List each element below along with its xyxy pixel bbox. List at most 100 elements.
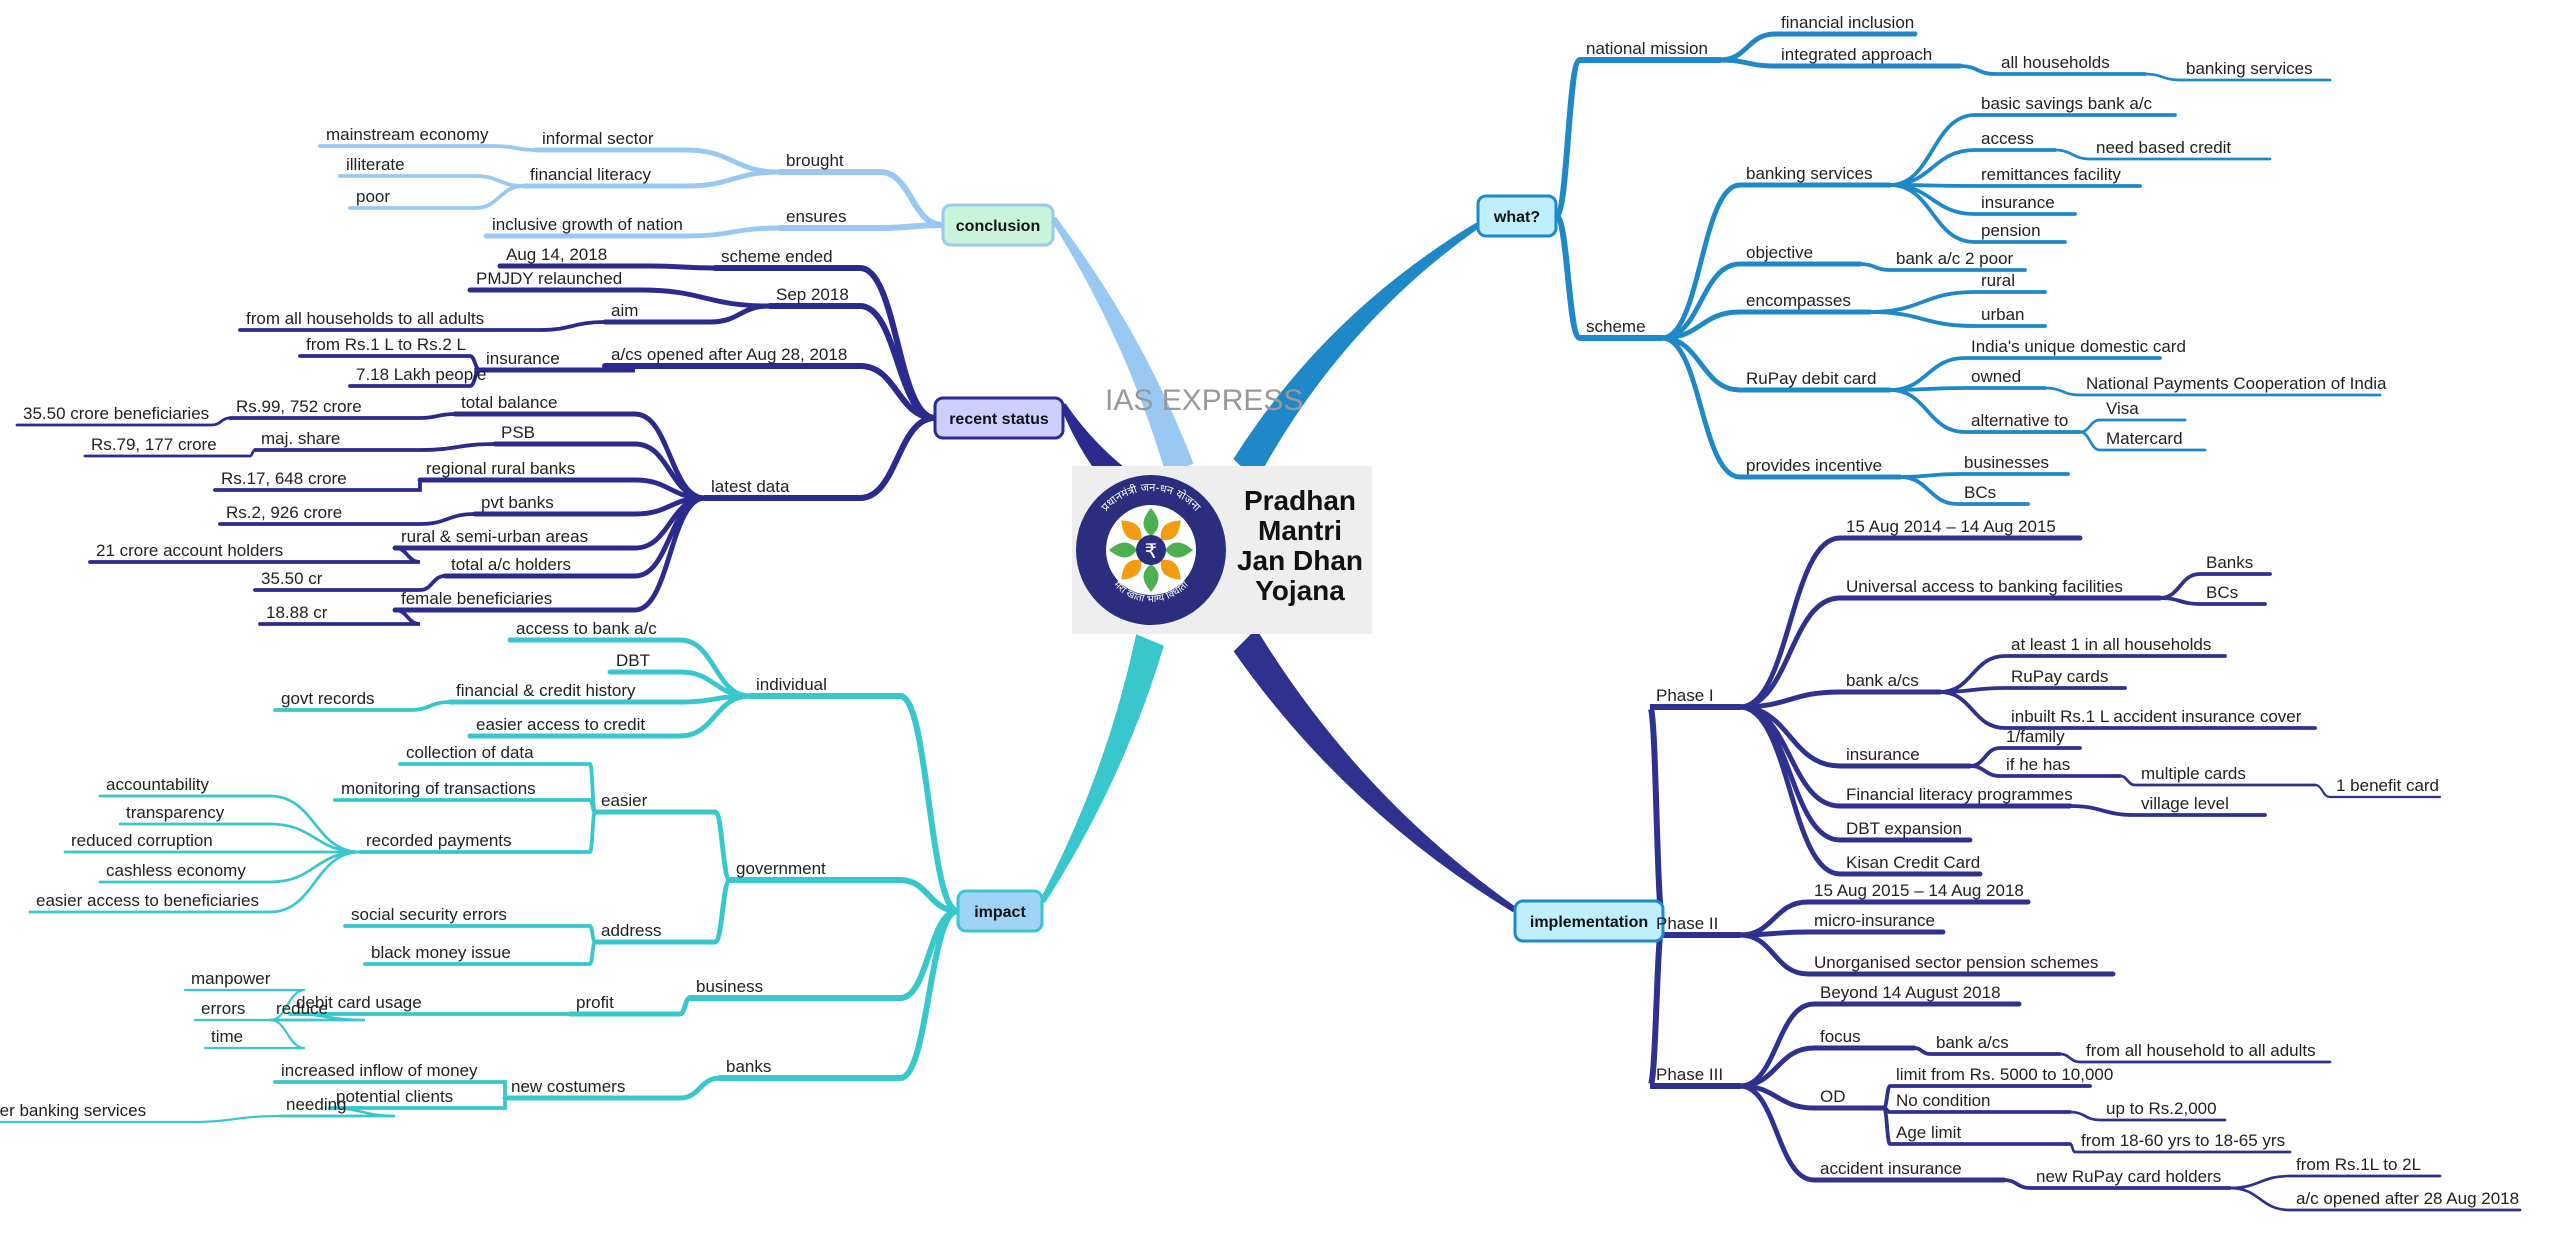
topic-label: PMJDY relaunched [476, 269, 622, 288]
branch-link [2228, 1186, 2522, 1212]
topic-label: provides incentive [1746, 456, 1882, 475]
topic-label: up to Rs.2,000 [2106, 1099, 2217, 1118]
topic-label: poor [356, 187, 390, 206]
branch-link [467, 287, 773, 309]
topic-label: manpower [191, 969, 271, 988]
topic-label: new costumers [511, 1077, 625, 1096]
branch-link [467, 693, 753, 739]
topic-label: at least 1 in all households [2011, 635, 2211, 654]
topic-label: easier [601, 791, 648, 810]
branch-link [258, 608, 421, 626]
topic-label: bank a/cs [1936, 1033, 2009, 1052]
branch-link [1968, 764, 2122, 778]
branch-link [2228, 1174, 2442, 1190]
branch-link [1659, 182, 1893, 341]
branch-link [1888, 386, 2047, 392]
topic-label: Visa [2106, 399, 2139, 418]
branch-link [1659, 335, 1903, 480]
hub-what[interactable]: what? [1476, 194, 1558, 238]
branch-link [717, 908, 961, 1081]
topic-label: Phase III [1656, 1065, 1723, 1084]
branch-link [1938, 690, 2317, 730]
branch-link [348, 368, 482, 388]
topic-label: accident insurance [1820, 1159, 1962, 1178]
topic-label: errors [201, 999, 245, 1018]
topic-label: inclusive growth of nation [492, 215, 683, 234]
topic-label: 1/family [2006, 727, 2065, 746]
topic-label: from Rs.1L to 2L [2296, 1155, 2421, 1174]
topic-label: DBT [616, 651, 650, 670]
branch-link [2158, 596, 2267, 606]
branch-link [2043, 386, 2382, 397]
topic-label: mainstream economy [326, 125, 489, 144]
watermark: IAS EXPRESS [1105, 384, 1304, 417]
branch-link [1737, 704, 1983, 877]
topic-label: 15 Aug 2014 – 14 Aug 2015 [1846, 517, 2056, 536]
title-line: Jan Dhan [1236, 545, 1364, 576]
central-logo: ₹ प्रधानमंत्री जन-धन योजना मेरा खाता भाग… [1072, 466, 1372, 634]
topic-label: 18.88 cr [266, 603, 328, 622]
topic-label: bank a/cs [1846, 671, 1919, 690]
topic-label: from 18-60 yrs to 18-65 yrs [2081, 1131, 2285, 1150]
topic-label: BCs [2206, 583, 2238, 602]
topic-label: ensures [786, 207, 846, 226]
hub-conclusion[interactable]: conclusion [941, 203, 1055, 247]
title-line: Mantri [1258, 515, 1342, 546]
topic-label: OD [1820, 1087, 1846, 1106]
branch-link [1737, 929, 1946, 938]
hub-impact[interactable]: impact [956, 889, 1044, 933]
topic-label: individual [756, 675, 827, 694]
topic-label: Age limit [1896, 1123, 1961, 1142]
hub-label: conclusion [956, 218, 1040, 235]
topic-label: total a/c holders [451, 555, 571, 574]
branch-link [1737, 535, 2083, 710]
topic-label: brought [786, 151, 844, 170]
topic-label: pension [1981, 221, 2041, 240]
topic-label: 35.50 crore beneficiaries [23, 404, 209, 423]
hub-label: implementation [1530, 914, 1648, 931]
branch-link [343, 924, 597, 944]
hub-recent-status[interactable]: recent status [933, 396, 1065, 440]
branch-link [1912, 1046, 2062, 1056]
topic-label: PSB [501, 423, 535, 442]
branch-link [2068, 804, 2267, 817]
topic-label: from all households to all adults [246, 309, 484, 328]
topic-label: National Payments Cooperation of India [2086, 374, 2387, 393]
topic-label: Phase I [1656, 686, 1714, 705]
branch-link [1737, 595, 2163, 710]
topic-label: inbuilt Rs.1 L accident insurance cover [2011, 707, 2302, 726]
topic-label: businesses [1964, 453, 2049, 472]
branch-link [477, 363, 636, 373]
topic-label: banks [726, 1057, 771, 1076]
branch-link [2053, 148, 2272, 161]
topic-label: Sep 2018 [776, 285, 849, 304]
branch-link [1647, 704, 1743, 924]
hub-implementation[interactable]: implementation [1513, 899, 1665, 943]
branch-link [228, 412, 457, 420]
topic-label: black money issue [371, 943, 511, 962]
branch-link [218, 512, 477, 526]
title-line: Pradhan [1243, 485, 1357, 516]
branch-link [1888, 183, 2142, 188]
topic-label: regional rural banks [426, 459, 575, 478]
branch-link [268, 1012, 366, 1022]
branch-link [203, 1018, 306, 1050]
topic-label: insurance [486, 349, 560, 368]
topic-label: cashless economy [106, 861, 246, 880]
topic-label: bank a/c 2 poor [1896, 249, 2014, 268]
branch-link [1659, 309, 1873, 341]
branch-link [1553, 213, 1665, 341]
hub-box [1513, 899, 1665, 943]
topic-label: if he has [2006, 755, 2070, 774]
topic-label: No condition [1896, 1091, 1991, 1110]
topic-label: government [736, 859, 826, 878]
branch-link [338, 174, 526, 188]
topic-label: remittances facility [1981, 165, 2121, 184]
branch-link [1958, 64, 2147, 76]
branch-link [1737, 932, 2116, 977]
branch-link [392, 495, 708, 613]
topic-label: owned [1971, 367, 2021, 386]
topic-label: collection of data [406, 743, 534, 762]
branch-link [333, 798, 597, 814]
